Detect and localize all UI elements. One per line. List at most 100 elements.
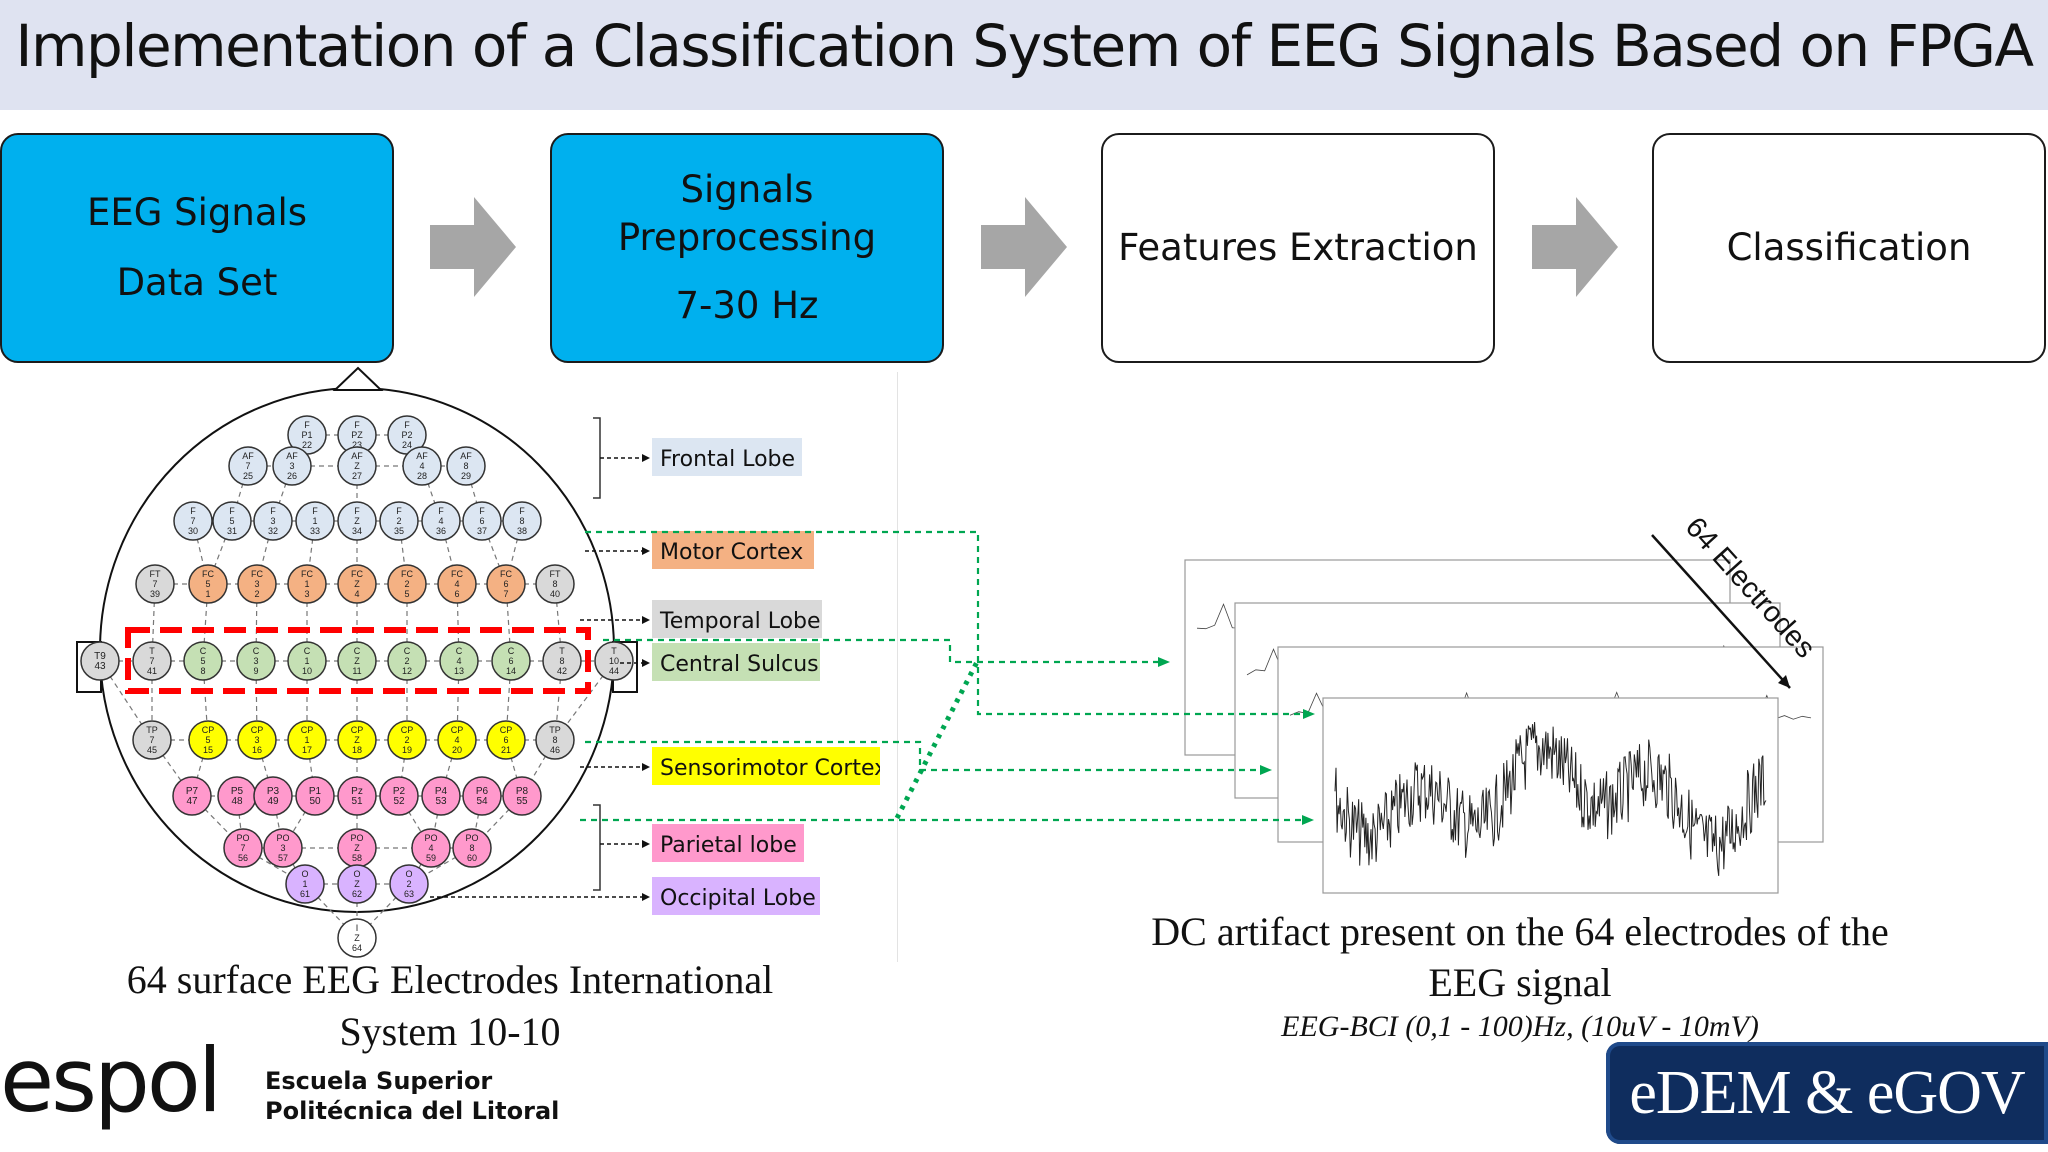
electrode-label: P8: [516, 786, 529, 797]
divider: [897, 372, 898, 962]
electrode-label: 7: [240, 843, 245, 853]
espol-logo-line2: Politécnica del Litoral: [265, 1097, 560, 1125]
electrode-circle: [421, 776, 461, 816]
lobe-arrowhead: [642, 840, 650, 848]
electrode-label: 53: [435, 796, 447, 807]
electrode-label: Z: [354, 735, 360, 745]
electrode-label: 6: [508, 656, 513, 666]
electrode-circle: [237, 564, 277, 604]
edem-egov-logo: eDEM & eGOV: [1606, 1042, 2048, 1144]
electrode-circle: [132, 720, 172, 760]
electrode-label: 29: [461, 471, 471, 481]
electrode-label: 4: [428, 843, 433, 853]
electrode-circle: [337, 501, 377, 541]
electrode-label: AF: [460, 451, 472, 461]
electrode-label: 9: [253, 666, 258, 676]
electrode-label: 31: [227, 526, 237, 536]
electrode-label: 61: [300, 889, 310, 899]
electrode-9: C39: [236, 641, 276, 681]
electrode-circle: [402, 446, 442, 486]
connector-motor: [585, 530, 1305, 716]
electrode-label: 8: [552, 735, 557, 745]
nose-icon: [332, 366, 384, 391]
electrode-circle: [337, 564, 377, 604]
caption-electrodes: 64 surface EEG Electrodes International …: [70, 954, 830, 1058]
electrode-circle: [491, 641, 531, 681]
electrode-label: 12: [402, 666, 412, 676]
electrode-label: 3: [304, 589, 309, 599]
electrode-label: 8: [559, 656, 564, 666]
electrode-circle: [421, 501, 461, 541]
electrode-circle: [253, 501, 293, 541]
electrode-label: CP: [351, 725, 364, 735]
electrodes-arrow-head: [1778, 675, 1790, 688]
electrode-label: Pz: [351, 786, 363, 797]
electrode-label: 8: [519, 516, 524, 526]
right-arrow-icon: [430, 197, 516, 297]
electrode-circle: [80, 641, 120, 681]
electrode-label: 24: [402, 440, 412, 450]
electrode-label: 10: [609, 656, 619, 666]
electrode-circle: [287, 564, 327, 604]
electrode-label: 59: [426, 853, 436, 863]
electrode-label: 1: [304, 735, 309, 745]
electrode-label: 32: [268, 526, 278, 536]
electrode-label: 25: [243, 471, 253, 481]
lobe-label-box: [652, 643, 820, 681]
lobe-label-motor-cortex: Motor Cortex: [585, 531, 814, 569]
caption-line: 64 surface EEG Electrodes International: [126, 957, 774, 1002]
electrode-circle: [462, 776, 502, 816]
electrode-label: 36: [436, 526, 446, 536]
electrode-label: P2: [401, 430, 412, 440]
electrode-label: 57: [278, 853, 288, 863]
title-bar: Implementation of a Classification Syste…: [0, 0, 2048, 110]
caption-line: DC artifact present on the 64 electrodes…: [1151, 909, 1889, 954]
caption-sub: EEG-BCI (0,1 - 100)Hz, (10uV - 10mV): [1281, 1010, 1759, 1043]
page-title: Implementation of a Classification Syste…: [15, 12, 2034, 80]
electrode-circle: [437, 720, 477, 760]
electrodes-arrow-line: [1651, 534, 1791, 689]
electrode-label: 8: [469, 843, 474, 853]
electrode-label: 20: [452, 745, 462, 755]
electrode-circle: [212, 501, 252, 541]
electrode-label: 23: [352, 440, 362, 450]
electrode-label: CP: [202, 725, 215, 735]
electrode-label: P2: [393, 786, 406, 797]
electrode-label: F: [519, 506, 525, 516]
electrode-label: 6: [503, 735, 508, 745]
electrode-label: Z: [354, 516, 360, 526]
electrode-label: AF: [286, 451, 298, 461]
electrode-label: C: [404, 646, 411, 656]
electrode-circle: [337, 918, 377, 958]
electrode-label: 22: [302, 440, 312, 450]
electrode-label: PZ: [351, 430, 363, 440]
electrode-circle: [287, 720, 327, 760]
electrode-label: 13: [454, 666, 464, 676]
lobe-label-box: [652, 877, 820, 915]
electrode-label: CP: [401, 725, 414, 735]
electrode-label: 17: [302, 745, 312, 755]
lobe-label-central-sulcus: Central Sulcus: [620, 643, 820, 681]
electrode-label: 4: [456, 656, 461, 666]
electrode-label: PO: [350, 833, 363, 843]
lobe-label-text: Temporal Lobe: [659, 609, 821, 634]
electrode-label: 48: [231, 796, 243, 807]
caption-line: EEG signal: [1428, 960, 1612, 1005]
electrode-label: 5: [205, 579, 210, 589]
